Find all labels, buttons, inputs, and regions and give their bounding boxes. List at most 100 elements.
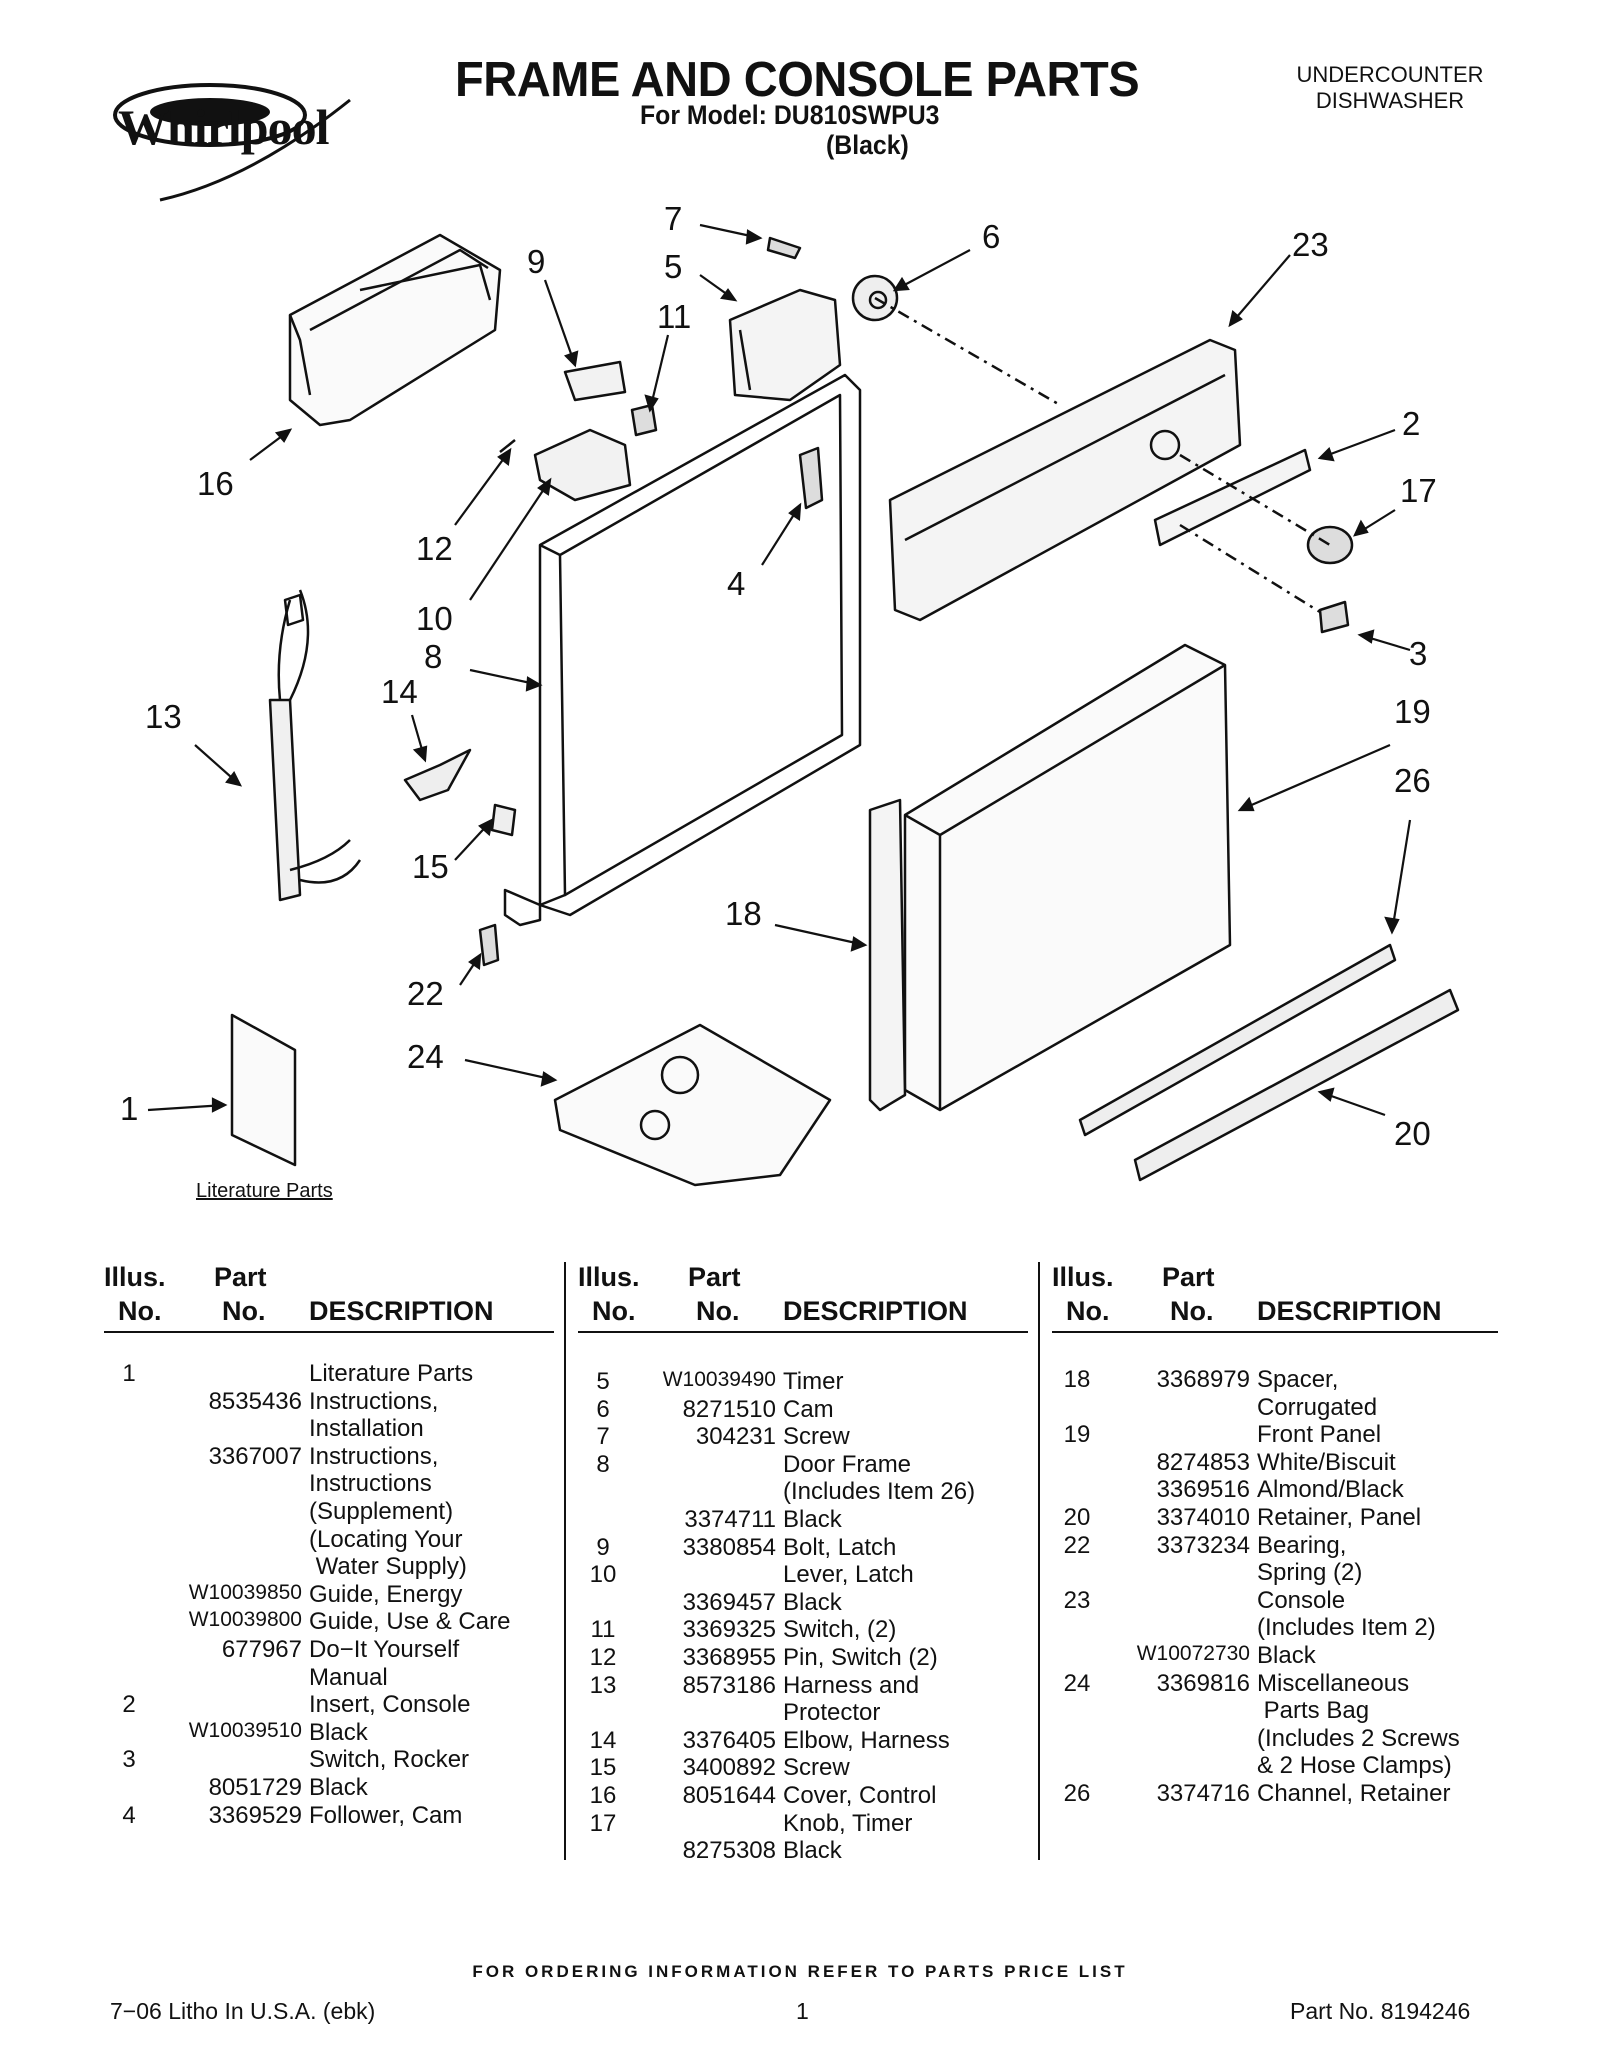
callout-26: 26 (1394, 762, 1431, 799)
description-cell: (Includes Item 26) (783, 1478, 976, 1506)
callout-17: 17 (1400, 472, 1437, 509)
part-no-cell: 3376405 (682, 1726, 776, 1754)
description-cell: Switch, (2) (783, 1616, 897, 1644)
description-cell: Screw (783, 1423, 850, 1451)
header-part: Part (1162, 1262, 1215, 1292)
description-cell: Almond/Black (1257, 1476, 1404, 1504)
description-cell: Channel, Retainer (1257, 1779, 1451, 1807)
illus-no-cell: 17 (589, 1809, 617, 1837)
illus-no-cell: 3 (122, 1746, 136, 1774)
illus-no-cell: 19 (1063, 1421, 1091, 1449)
callout-16: 16 (197, 465, 234, 502)
door-frame-part (503, 373, 862, 927)
description-cell: & 2 Hose Clamps) (1257, 1752, 1452, 1780)
description-cell: Lever, Latch (783, 1561, 914, 1589)
description-cell: Do−It Yourself (309, 1635, 460, 1663)
part-no-cell: 3400892 (682, 1754, 776, 1782)
header-illus-no: No. (1066, 1296, 1110, 1326)
part-no-cell: 3368955 (682, 1643, 776, 1671)
illus-no-cell: 13 (589, 1671, 617, 1699)
description-cell: (Includes 2 Screws (1257, 1724, 1460, 1752)
part-no-cell: 3369529 (208, 1801, 302, 1829)
description-cell: Black (783, 1588, 842, 1616)
document-part-number: Part No. 8194246 (1290, 1998, 1471, 2024)
category-line-1: UNDERCOUNTER (1296, 62, 1484, 87)
header-illus: Illus. (578, 1262, 640, 1292)
description-cell: (Supplement) (309, 1497, 454, 1525)
latch-parts (499, 360, 658, 502)
part-no-cell: W10039490 (662, 1368, 776, 1391)
illus-no-cell: 20 (1063, 1503, 1091, 1531)
part-no-cell: 3380854 (682, 1533, 776, 1561)
illus-no-cell: 8 (596, 1450, 610, 1478)
description-cell: Spring (2) (1257, 1559, 1363, 1587)
callout-10: 10 (416, 600, 453, 637)
description-cell: Black (783, 1505, 842, 1533)
table-header: Illus. No. Part No. DESCRIPTION (104, 1262, 554, 1330)
harness-part (268, 589, 362, 902)
product-category: UNDERCOUNTER DISHWASHER (1270, 62, 1510, 114)
illus-no-cell: 1 (122, 1360, 136, 1387)
part-no-cell: 8275308 (682, 1837, 776, 1865)
description-cell: Water Supply) (309, 1553, 467, 1581)
description-cell: Black (309, 1718, 368, 1746)
callout-24: 24 (407, 1038, 444, 1075)
table-header: Illus. No. Part No. DESCRIPTION (578, 1262, 1028, 1330)
part-no-cell: 3374711 (684, 1505, 776, 1533)
description-cell: Door Frame (783, 1450, 912, 1478)
part-no-cell: W10039800 (188, 1608, 302, 1632)
part-no-cell: 677967 (221, 1635, 302, 1663)
callout-3: 3 (1409, 635, 1428, 672)
table-header: Illus. No. Part No. DESCRIPTION (1052, 1262, 1498, 1330)
callout-11: 11 (657, 298, 692, 335)
description-cell: Installation (309, 1415, 424, 1443)
illus-no-cell: 7 (596, 1423, 610, 1451)
header-rule (104, 1331, 554, 1333)
part-no-cell: 3374010 (1156, 1503, 1250, 1531)
header-part-no: No. (1170, 1296, 1214, 1326)
header-description: DESCRIPTION (309, 1296, 494, 1326)
description-cell: Cam (783, 1395, 834, 1423)
callout-20: 20 (1394, 1115, 1431, 1152)
header-part-no: No. (222, 1296, 266, 1326)
part-no-cell: 3373234 (1156, 1531, 1250, 1559)
description-cell: Instructions, (309, 1387, 439, 1415)
model-variant: (Black) (826, 130, 909, 160)
callout-5: 5 (664, 248, 683, 285)
callout-19: 19 (1394, 693, 1431, 730)
header-description: DESCRIPTION (1257, 1296, 1442, 1326)
brand-wordmark: Whirlpool (118, 99, 329, 155)
part-no-cell: 8573186 (682, 1671, 776, 1699)
callout-14: 14 (381, 673, 418, 710)
callout-22: 22 (407, 975, 444, 1012)
description-cell: Elbow, Harness (783, 1726, 950, 1754)
model-line: For Model: DU810SWPU3 (640, 100, 940, 130)
description-cell: Timer (783, 1368, 844, 1395)
part-no-cell: 3368979 (1156, 1366, 1250, 1393)
description-cell: (Locating Your (309, 1525, 463, 1553)
callout-1: 1 (120, 1090, 139, 1127)
illus-no-cell: 2 (122, 1691, 136, 1719)
description-cell: (Includes Item 2) (1257, 1614, 1436, 1642)
description-cell: Pin, Switch (2) (783, 1643, 938, 1671)
part-no-cell: 3369516 (1156, 1476, 1250, 1504)
illus-no-cell: 15 (589, 1754, 617, 1782)
description-cell: Black (783, 1837, 842, 1865)
description-cell: Instructions, (309, 1442, 439, 1470)
header-part-no: No. (696, 1296, 740, 1326)
header-illus-no: No. (118, 1296, 162, 1326)
description-cell: Console (1257, 1586, 1346, 1614)
part-no-cell: 3367007 (208, 1442, 302, 1470)
ordering-note: FOR ORDERING INFORMATION REFER TO PARTS … (472, 1962, 1128, 1981)
illus-no-cell: 5 (596, 1368, 610, 1395)
header-part: Part (688, 1262, 741, 1292)
part-no-cell: 3369816 (1156, 1669, 1250, 1697)
illus-no-cell: 12 (589, 1643, 617, 1671)
part-no-cell: 3374716 (1156, 1779, 1250, 1807)
description-cell: Spacer, (1257, 1366, 1339, 1393)
column-divider (1038, 1262, 1040, 1860)
illus-no-cell: 26 (1063, 1779, 1091, 1807)
callout-15: 15 (412, 848, 449, 885)
